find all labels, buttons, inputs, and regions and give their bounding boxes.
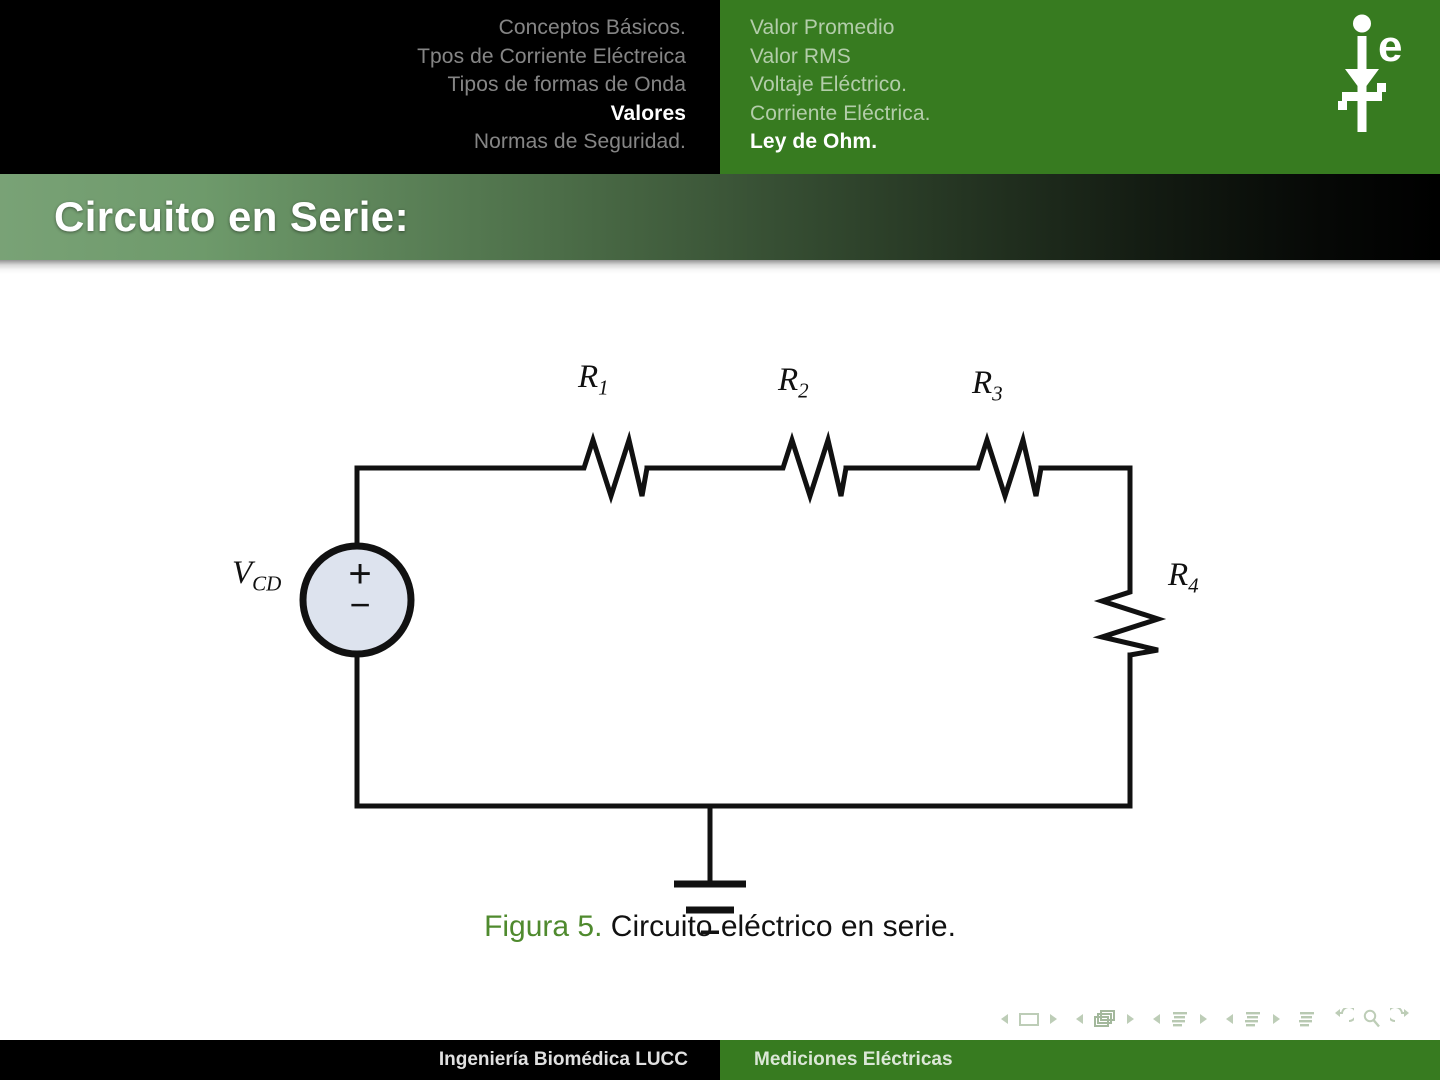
frames-icon[interactable] — [1093, 1009, 1117, 1029]
nav-group-document — [1297, 1009, 1317, 1029]
footer-right-block: Mediciones Eléctricas — [720, 1040, 1440, 1080]
resistor-r3-symbol — [969, 430, 1044, 505]
nav-item-valores[interactable]: Valores — [610, 101, 686, 125]
prev-section-icon[interactable] — [1224, 1011, 1236, 1027]
title-bar-shadow — [0, 260, 1440, 274]
resistor-r4-label: R4 — [1168, 557, 1199, 598]
svg-text:e: e — [1378, 22, 1402, 71]
voltage-source-minus-sign: − — [349, 584, 371, 625]
header-navigation: Conceptos Básicos. Tpos de Corriente Elé… — [0, 0, 1440, 174]
prev-subsection-icon[interactable] — [1151, 1011, 1163, 1027]
slide-footer: Ingeniería Biomédica LUCC Mediciones Elé… — [0, 1040, 1440, 1080]
resistor-r1-symbol — [575, 430, 650, 505]
figure-caption-label: Figura 5. — [484, 910, 603, 943]
earth-ground-icon — [674, 880, 746, 934]
prev-frame-icon[interactable] — [1074, 1011, 1086, 1027]
voltage-source-plus-sign: + — [348, 552, 372, 596]
footer-course-title: Mediciones Eléctricas — [754, 1049, 953, 1070]
figure-caption: Figura 5. Circuito eléctrico en serie. — [0, 910, 1440, 944]
resistor-r1-label: R1 — [578, 359, 609, 400]
resistor-r2-symbol — [774, 430, 849, 505]
figure-caption-text: Circuito eléctrico en serie. — [610, 910, 956, 943]
next-slide-icon[interactable] — [1047, 1011, 1059, 1027]
resistor-r3-label: R3 — [972, 365, 1003, 406]
back-arrow-icon[interactable] — [1332, 1008, 1354, 1030]
nav-item-corriente-electrica[interactable]: Corriente Eléctrica. — [750, 101, 931, 125]
document-icon[interactable] — [1297, 1009, 1317, 1029]
nav-subsection-outline: Valor Promedio Valor RMS Voltaje Eléctri… — [720, 0, 1440, 174]
subsection-icon[interactable] — [1170, 1009, 1190, 1029]
slide-content: R1 R2 R3 R4 VCD + − Figura 5. Circuito e… — [0, 274, 1440, 1038]
nav-group-section — [1224, 1009, 1282, 1029]
nav-item-voltaje-electrico[interactable]: Voltaje Eléctrico. — [750, 73, 908, 96]
voltage-source-symbol — [299, 542, 415, 658]
next-frame-icon[interactable] — [1124, 1011, 1136, 1027]
prev-slide-icon[interactable] — [999, 1011, 1011, 1027]
nav-item-valor-promedio[interactable]: Valor Promedio — [750, 16, 895, 39]
nav-group-frame — [1074, 1009, 1136, 1029]
nav-item-normas-de-seguridad[interactable]: Normas de Seguridad. — [473, 130, 686, 153]
beamer-navigation-symbols — [999, 1002, 1412, 1036]
next-subsection-icon[interactable] — [1197, 1011, 1209, 1027]
nav-group-subsection — [1151, 1009, 1209, 1029]
zener-diode-ie-logo-icon: e — [1338, 14, 1402, 132]
footer-institution: Ingeniería Biomédica LUCC — [438, 1049, 688, 1070]
nav-item-tipos-de-corriente-electrica[interactable]: Tpos de Corriente Eléctreica — [417, 44, 686, 68]
nav-group-history — [1332, 1008, 1412, 1030]
next-section-icon[interactable] — [1270, 1011, 1282, 1027]
forward-arrow-icon[interactable] — [1390, 1008, 1412, 1030]
footer-left-block: Ingeniería Biomédica LUCC — [0, 1040, 720, 1080]
resistor-r4-symbol — [1092, 583, 1167, 658]
section-icon[interactable] — [1243, 1009, 1263, 1029]
search-icon[interactable] — [1361, 1008, 1383, 1030]
series-circuit-diagram — [299, 430, 1167, 934]
nav-item-ley-de-ohm[interactable]: Ley de Ohm. — [750, 130, 878, 153]
nav-item-conceptos-basicos[interactable]: Conceptos Básicos. — [498, 16, 686, 39]
page-title: Circuito en Serie: — [54, 193, 409, 240]
nav-section-outline: Conceptos Básicos. Tpos de Corriente Elé… — [0, 0, 720, 174]
resistor-r2-label: R2 — [778, 362, 809, 403]
nav-item-valor-rms[interactable]: Valor RMS — [750, 44, 851, 68]
slide-icon[interactable] — [1018, 1010, 1040, 1028]
voltage-source-label: VCD — [232, 555, 282, 596]
nav-group-slide — [999, 1010, 1059, 1028]
slide-title-bar: Circuito en Serie: — [0, 174, 1440, 260]
nav-item-tipos-de-formas-de-onda[interactable]: Tipos de formas de Onda — [447, 73, 686, 96]
